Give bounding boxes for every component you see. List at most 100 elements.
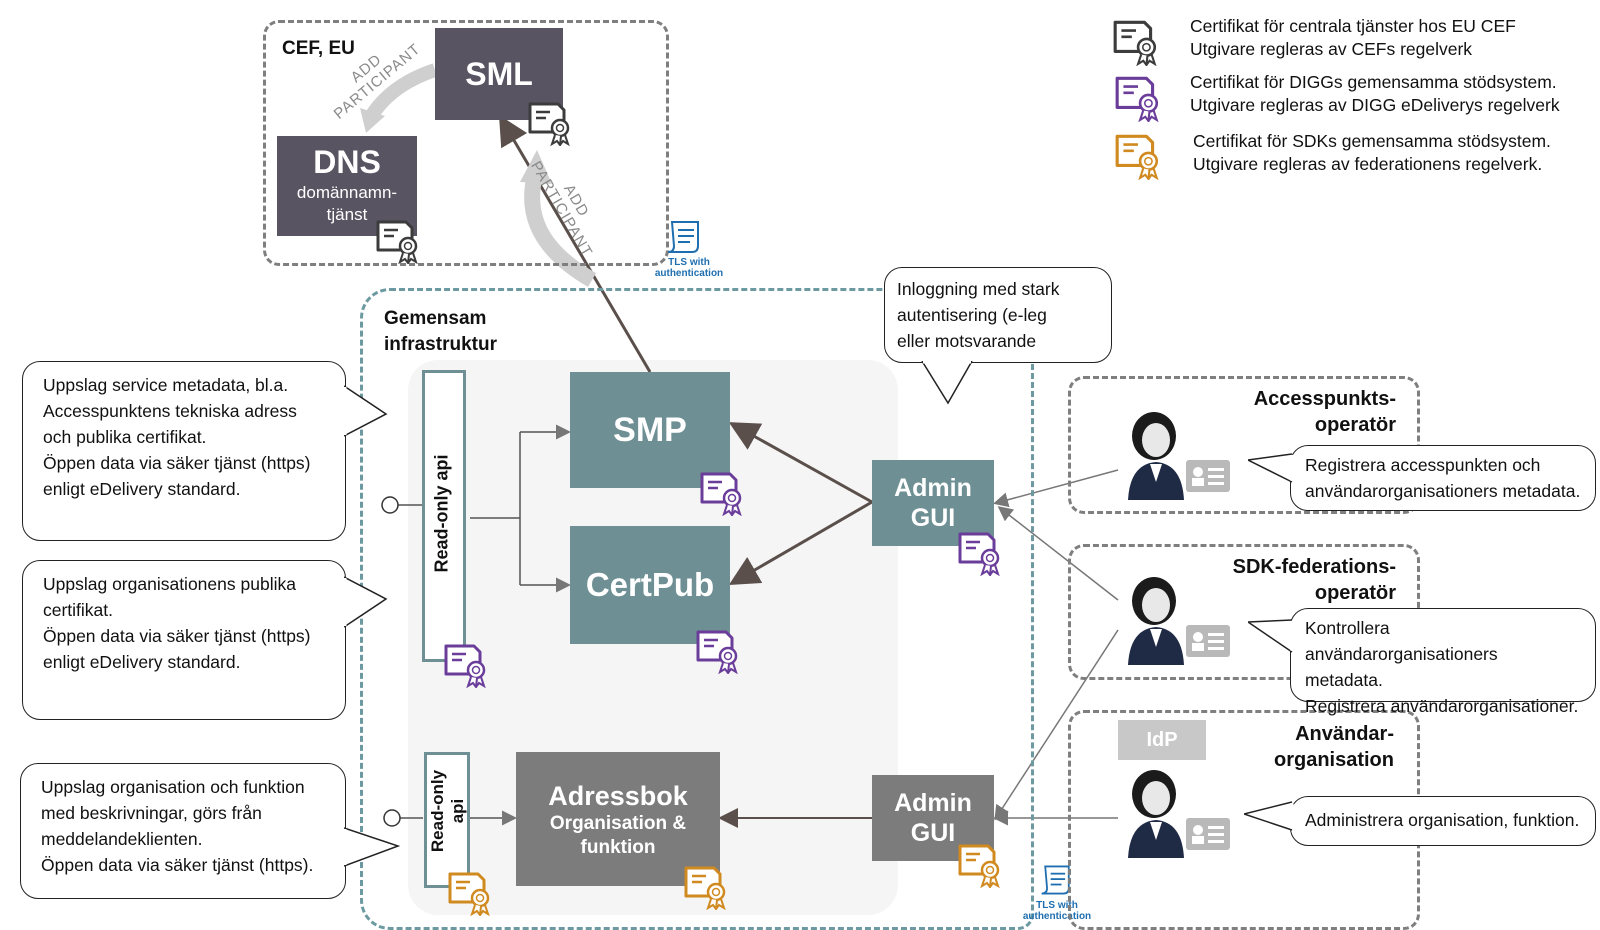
login-line2: autentisering (e-leg	[897, 305, 1047, 325]
right-bubble-3: Administrera organisation, funktion.	[1290, 796, 1596, 846]
add-participant-curve-2	[366, 63, 438, 119]
cef-eu-label: CEF, EU	[282, 38, 355, 59]
adressbok-sub1: Organisation &	[549, 813, 687, 834]
legend-sdk-line2: Utgivare regleras av federationens regel…	[1193, 154, 1543, 174]
dns-title: DNS	[313, 144, 381, 180]
certificate-digg-icon	[444, 644, 486, 688]
adressbok-title: Adressbok	[548, 781, 688, 811]
admin-top-line1: Admin	[894, 474, 972, 502]
legend-item-cef: Certifikat för centrala tjänster hos EU …	[1190, 15, 1516, 61]
readonly-bottom-line1: Read-only	[428, 769, 447, 853]
actor-access-line1: Accesspunkts-	[1253, 388, 1396, 410]
right3-line1: Administrera organisation, funktion.	[1305, 810, 1580, 830]
dns-box: DNS domännamn- tjänst	[277, 136, 417, 236]
right-bubble-1: Registrera accesspunkten och användarorg…	[1290, 445, 1596, 511]
readonly-api-bottom: Read-only api	[424, 752, 470, 888]
adressbok-box: Adressbok Organisation & funktion	[516, 752, 720, 886]
smp-to-sml-arrow	[498, 114, 652, 373]
actor-access-line2: operatör	[1314, 414, 1396, 436]
right2-line3: Registrera användarorganisationer.	[1305, 696, 1579, 716]
left2-line1: Uppslag organisationens publika	[43, 574, 296, 594]
legend-cef-line1: Certifikat för centrala tjänster hos EU …	[1190, 16, 1516, 36]
legend-item-digg: Certifikat för DIGGs gemensamma stödsyst…	[1190, 71, 1560, 117]
admin-gui-bottom: Admin GUI	[872, 775, 994, 861]
actor-sdk-line1: SDK-federations-	[1232, 556, 1396, 578]
right-bubble-2: Kontrollera användarorganisationers meta…	[1290, 608, 1596, 716]
actor-sdk-label: SDK-federations- operatör	[1150, 554, 1396, 606]
tls-bottom-line2: authentication	[1022, 911, 1092, 922]
tls-top-line1: TLS with	[668, 257, 710, 268]
readonly-api-top: Read-only api	[422, 370, 466, 662]
left3-line2: med beskrivningar, görs från	[41, 803, 262, 823]
tls-scroll-icon	[667, 221, 699, 253]
login-bubble: Inloggning med stark autentisering (e-le…	[884, 267, 1112, 363]
readonly-api-top-label: Read-only api	[431, 454, 452, 573]
left1-line4: Öppen data via säker tjänst (https)	[43, 453, 311, 473]
legend-digg-line1: Certifikat för DIGGs gemensamma stödsyst…	[1190, 72, 1557, 92]
right-bubble-3-tail	[1244, 801, 1294, 831]
left2-line4: enligt eDelivery standard.	[43, 652, 241, 672]
infra-label-line1: Gemensam	[384, 308, 487, 329]
certpub-box: CertPub	[570, 526, 730, 644]
actor-access-label: Accesspunkts- operatör	[1180, 386, 1396, 438]
cef-eu-boundary	[263, 20, 669, 266]
actor-sdk-line2: operatör	[1314, 582, 1396, 604]
legend-certificate-sdk-icon	[1115, 134, 1159, 180]
right-bubble-2-tail	[1248, 619, 1294, 653]
readonly-bottom-line2: api	[448, 798, 467, 824]
legend-digg-line2: Utgivare regleras av DIGG eDeliverys reg…	[1190, 95, 1560, 115]
left-bubble-1: Uppslag service metadata, bl.a. Accesspu…	[22, 361, 346, 541]
tls-top-line2: authentication	[654, 268, 724, 279]
left3-line3: meddelandeklienten.	[41, 829, 203, 849]
left3-line1: Uppslag organisation och funktion	[41, 777, 305, 797]
certificate-cef-icon	[376, 220, 418, 264]
certificate-digg-icon	[696, 630, 738, 674]
right2-line1: Kontrollera användarorganisationers	[1305, 618, 1498, 664]
actor-user-label: Användar- organisation	[1180, 721, 1394, 773]
login-bubble-tail	[921, 361, 973, 405]
left1-line2: Accesspunktens tekniska adress	[43, 401, 297, 421]
left2-line2: certifikat.	[43, 600, 114, 620]
tls-label-top: TLS with authentication	[646, 257, 732, 279]
sml-title: SML	[465, 56, 533, 92]
admin-bottom-line1: Admin	[894, 789, 972, 817]
person-user-icon	[1128, 770, 1230, 858]
left2-line3: Öppen data via säker tjänst (https)	[43, 626, 311, 646]
left1-line3: och publika certifikat.	[43, 427, 207, 447]
left1-line5: enligt eDelivery standard.	[43, 479, 241, 499]
certificate-digg-icon	[958, 532, 1000, 576]
left-bubble-3-tail	[344, 827, 401, 867]
certificate-sdk-icon	[448, 872, 490, 916]
legend-item-sdk: Certifikat för SDKs gemensamma stödsyste…	[1193, 130, 1551, 176]
right2-line2: metadata.	[1305, 670, 1383, 690]
right1-line1: Registrera accesspunkten och	[1305, 455, 1541, 475]
tls-label-bottom: TLS with authentication	[1014, 900, 1100, 922]
left-bubble-2: Uppslag organisationens publika certifik…	[22, 560, 346, 720]
right1-line2: användarorganisationers metadata.	[1305, 481, 1581, 501]
left-bubble-2-tail	[344, 576, 388, 628]
dns-sub1: domännamn-	[296, 183, 398, 202]
certificate-sdk-icon	[958, 844, 1000, 888]
certificate-digg-icon	[700, 472, 742, 516]
person-sdk-icon	[1128, 577, 1230, 665]
actor-user-line2: organisation	[1273, 749, 1394, 771]
login-line1: Inloggning med stark	[897, 279, 1060, 299]
idp-box: IdP	[1118, 720, 1206, 760]
actor-user-line1: Användar-	[1295, 723, 1394, 745]
readonly-api-bottom-label: Read-only api	[428, 756, 468, 866]
legend-certificate-cef-icon	[1113, 20, 1157, 66]
certificate-cef-icon	[528, 102, 570, 146]
left-bubble-1-tail	[344, 385, 388, 437]
right-bubble-1-tail	[1248, 453, 1294, 483]
dns-sub2: tjänst	[326, 205, 368, 224]
adressbok-sub2: funktion	[580, 837, 656, 858]
certificate-sdk-icon	[684, 866, 726, 910]
smp-box: SMP	[570, 372, 730, 488]
infra-label: Gemensam infrastruktur	[384, 306, 497, 358]
admin-gui-top: Admin GUI	[872, 460, 994, 546]
login-line3: eller motsvarande	[897, 331, 1037, 351]
person-operator-icon	[1128, 412, 1230, 500]
left1-line1: Uppslag service metadata, bl.a.	[43, 375, 289, 395]
infra-label-line2: infrastruktur	[384, 334, 497, 355]
